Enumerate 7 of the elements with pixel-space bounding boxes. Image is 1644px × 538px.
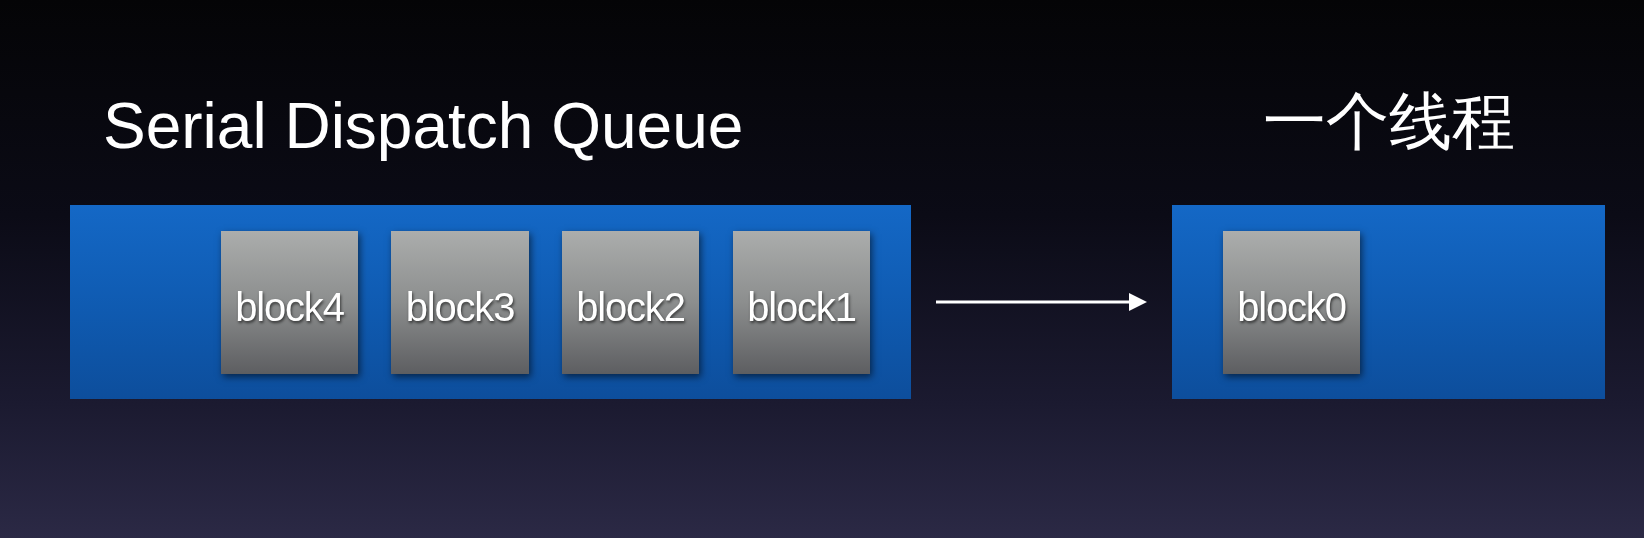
block-box: block1 xyxy=(733,231,870,374)
block-box: block4 xyxy=(221,231,358,374)
arrow xyxy=(936,293,1147,311)
block-box: block3 xyxy=(391,231,529,374)
block-box: block2 xyxy=(562,231,699,374)
block-box: block0 xyxy=(1223,231,1360,374)
heading: 一个线程 xyxy=(1262,90,1515,153)
